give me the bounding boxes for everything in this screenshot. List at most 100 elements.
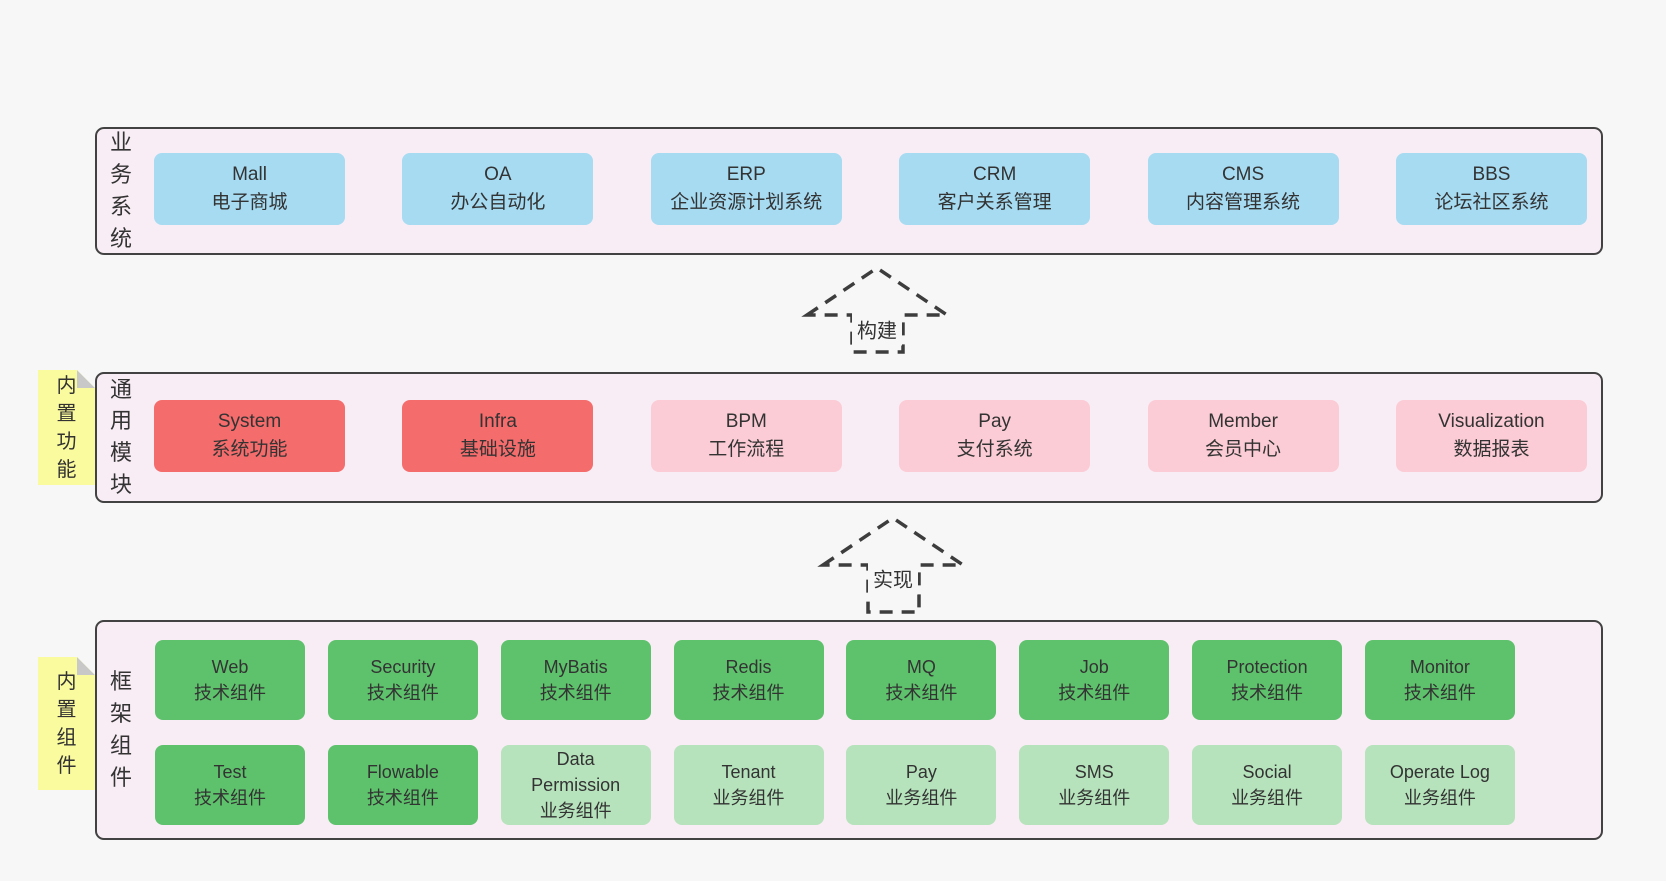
box-subtitle: 技术组件 <box>885 683 958 703</box>
box-title: MyBatis <box>543 656 608 677</box>
box-monitor: Monitor 技术组件 <box>1364 640 1515 720</box>
box-subtitle: 技术组件 <box>194 788 266 808</box>
business-boxes-row: Mall 电子商城 OA 办公自动化 ERP 企业资源计划系统 CRM 客户关系… <box>154 153 1587 225</box>
box-oa: OA 办公自动化 <box>402 153 594 225</box>
box-data-permission: Data Permission 业务组件 <box>500 745 651 825</box>
box-cms: CMS 内容管理系统 <box>1147 153 1339 225</box>
box-member: Member 会员中心 <box>1147 400 1339 472</box>
box-subtitle: 技术组件 <box>194 683 266 703</box>
box-mq: MQ 技术组件 <box>846 640 997 720</box>
section-components-label: 框架组件 <box>109 669 132 790</box>
box-title: BBS <box>1472 163 1511 185</box>
box-subtitle: 业务组件 <box>1058 788 1131 808</box>
sticky-note-builtin-components: 内置组件 <box>38 657 95 790</box>
box-subtitle: 技术组件 <box>366 788 439 808</box>
components-row-1: Web 技术组件 Security 技术组件 MyBatis 技术组件 Redi… <box>155 640 1515 720</box>
box-subtitle: 技术组件 <box>1231 683 1304 703</box>
box-subtitle: 业务组件 <box>885 788 958 808</box>
box-title: Redis <box>725 656 772 677</box>
box-title: Monitor <box>1409 656 1470 677</box>
box-erp: ERP 企业资源计划系统 <box>650 153 842 225</box>
box-subtitle: 技术组件 <box>712 683 785 703</box>
box-title: Data Permission <box>531 748 621 795</box>
box-title: Security <box>370 656 436 677</box>
box-title: System <box>217 410 282 432</box>
sticky-note-builtin-functions: 内置功能 <box>38 370 95 485</box>
box-subtitle: 客户关系管理 <box>937 192 1052 213</box>
box-title: CRM <box>973 163 1017 185</box>
section-modules-label: 通用模块 <box>109 376 132 498</box>
box-subtitle: 技术组件 <box>1403 683 1476 703</box>
box-title: CMS <box>1221 163 1265 185</box>
box-sms: SMS 业务组件 <box>1019 745 1170 825</box>
box-title: Pay <box>978 410 1012 432</box>
arrow-build-label: 构建 <box>852 312 902 346</box>
section-business-label: 业务系统 <box>109 130 132 251</box>
box-title: Mall <box>232 163 267 185</box>
box-subtitle: 业务组件 <box>1403 788 1476 808</box>
box-pay-module: Pay 支付系统 <box>899 400 1091 472</box>
box-pay-component: Pay 业务组件 <box>846 745 997 825</box>
box-title: Web <box>211 656 249 677</box>
box-subtitle: 技术组件 <box>539 683 612 703</box>
box-subtitle: 会员中心 <box>1205 439 1282 460</box>
box-subtitle: 业务组件 <box>539 801 612 822</box>
box-subtitle: 工作流程 <box>708 439 785 460</box>
box-subtitle: 企业资源计划系统 <box>670 192 823 213</box>
box-tenant: Tenant 业务组件 <box>673 745 824 825</box>
box-subtitle: 支付系统 <box>956 439 1033 460</box>
modules-boxes-row: System 系统功能 Infra 基础设施 BPM 工作流程 Pay 支付系统… <box>154 400 1587 472</box>
box-security: Security 技术组件 <box>327 640 478 720</box>
box-title: Tenant <box>721 761 776 782</box>
box-redis: Redis 技术组件 <box>673 640 824 720</box>
box-mybatis: MyBatis 技术组件 <box>500 640 651 720</box>
box-operate-log: Operate Log 业务组件 <box>1364 745 1515 825</box>
box-title: ERP <box>726 163 766 185</box>
box-title: BPM <box>725 410 767 432</box>
arrow-implement-label: 实现 <box>868 561 918 595</box>
box-subtitle: 数据报表 <box>1453 439 1530 460</box>
box-title: Member <box>1208 410 1278 432</box>
box-title: Operate Log <box>1389 761 1490 782</box>
box-subtitle: 业务组件 <box>1231 788 1304 808</box>
box-title: Job <box>1079 656 1109 677</box>
section-business-systems: 业务系统 Mall 电子商城 OA 办公自动化 ERP 企业资源计划系统 CRM… <box>95 127 1603 255</box>
box-title: Flowable <box>366 761 439 782</box>
box-visualization: Visualization 数据报表 <box>1395 400 1587 472</box>
box-title: Protection <box>1226 656 1308 677</box>
box-system: System 系统功能 <box>154 400 345 472</box>
box-bpm: BPM 工作流程 <box>650 400 842 472</box>
box-infra: Infra 基础设施 <box>402 400 594 472</box>
sticky-note-text: 内置功能 <box>56 374 77 481</box>
box-title: MQ <box>906 656 936 677</box>
sticky-fold-corner-icon <box>77 657 95 675</box>
box-test: Test 技术组件 <box>155 745 305 825</box>
box-crm: CRM 客户关系管理 <box>899 153 1091 225</box>
box-social: Social 业务组件 <box>1192 745 1343 825</box>
box-mall: Mall 电子商城 <box>154 153 345 225</box>
section-framework-components: 框架组件 Web 技术组件 Security 技术组件 MyBatis 技术组件… <box>95 620 1603 840</box>
box-subtitle: 办公自动化 <box>450 192 546 213</box>
components-row-2: Test 技术组件 Flowable 技术组件 Data Permission … <box>155 745 1515 825</box>
box-job: Job 技术组件 <box>1019 640 1170 720</box>
sticky-note-text: 内置组件 <box>56 670 77 777</box>
box-subtitle: 内容管理系统 <box>1186 192 1301 213</box>
box-subtitle: 系统功能 <box>211 439 288 460</box>
section-common-modules: 通用模块 System 系统功能 Infra 基础设施 BPM 工作流程 Pay… <box>95 372 1603 503</box>
box-title: Visualization <box>1438 410 1545 432</box>
box-subtitle: 基础设施 <box>459 439 536 460</box>
box-title: SMS <box>1074 761 1114 782</box>
arrow-up-implement-icon <box>817 515 969 614</box>
box-protection: Protection 技术组件 <box>1192 640 1343 720</box>
box-subtitle: 技术组件 <box>1058 683 1131 703</box>
box-title: Pay <box>905 761 937 782</box>
sticky-fold-corner-icon <box>77 370 95 388</box>
box-title: Infra <box>478 410 517 432</box>
box-title: OA <box>484 163 512 185</box>
box-web: Web 技术组件 <box>155 640 305 720</box>
box-bbs: BBS 论坛社区系统 <box>1395 153 1587 225</box>
box-flowable: Flowable 技术组件 <box>327 745 478 825</box>
box-title: Test <box>213 761 247 782</box>
box-subtitle: 业务组件 <box>712 788 785 808</box>
